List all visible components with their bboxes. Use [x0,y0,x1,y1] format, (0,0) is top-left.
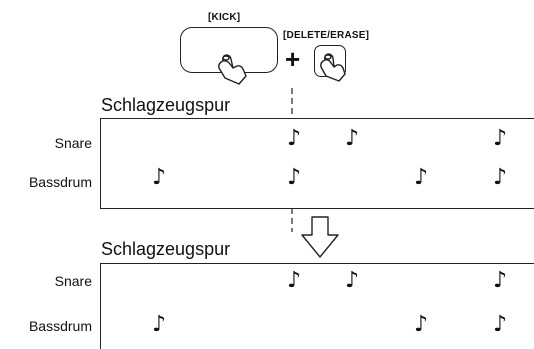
track-panel-after [100,263,534,349]
bassdrum-note: ♪ [152,312,167,337]
kick-button-label: [KICK] [208,12,241,23]
finger-press-icon [320,53,346,82]
bassdrum-note: ♪ [493,165,508,190]
finger-press-icon [218,54,247,85]
delete-erase-button-label: [DELETE/ERASE] [283,30,370,41]
snare-note: ♪ [287,126,302,151]
snare-note: ♪ [345,268,360,293]
bassdrum-note: ♪ [414,165,429,190]
snare-note: ♪ [493,268,508,293]
row-label-snare: Snare [54,273,92,289]
bassdrum-note: ♪ [414,312,429,337]
snare-note: ♪ [493,126,508,151]
snare-note: ♪ [287,268,302,293]
down-arrow-icon [301,216,339,258]
track-title-before: Schlagzeugspur [101,95,231,115]
bassdrum-note: ♪ [287,165,302,190]
row-label-bassdrum: Bassdrum [28,318,92,334]
plus-sign: + [285,44,301,74]
bassdrum-note: ♪ [493,312,508,337]
row-label-snare: Snare [54,135,92,151]
bassdrum-note: ♪ [152,165,167,190]
snare-note: ♪ [345,126,360,151]
row-label-bassdrum: Bassdrum [28,174,92,190]
track-panel-before [100,118,534,209]
track-title-after: Schlagzeugspur [101,239,231,259]
